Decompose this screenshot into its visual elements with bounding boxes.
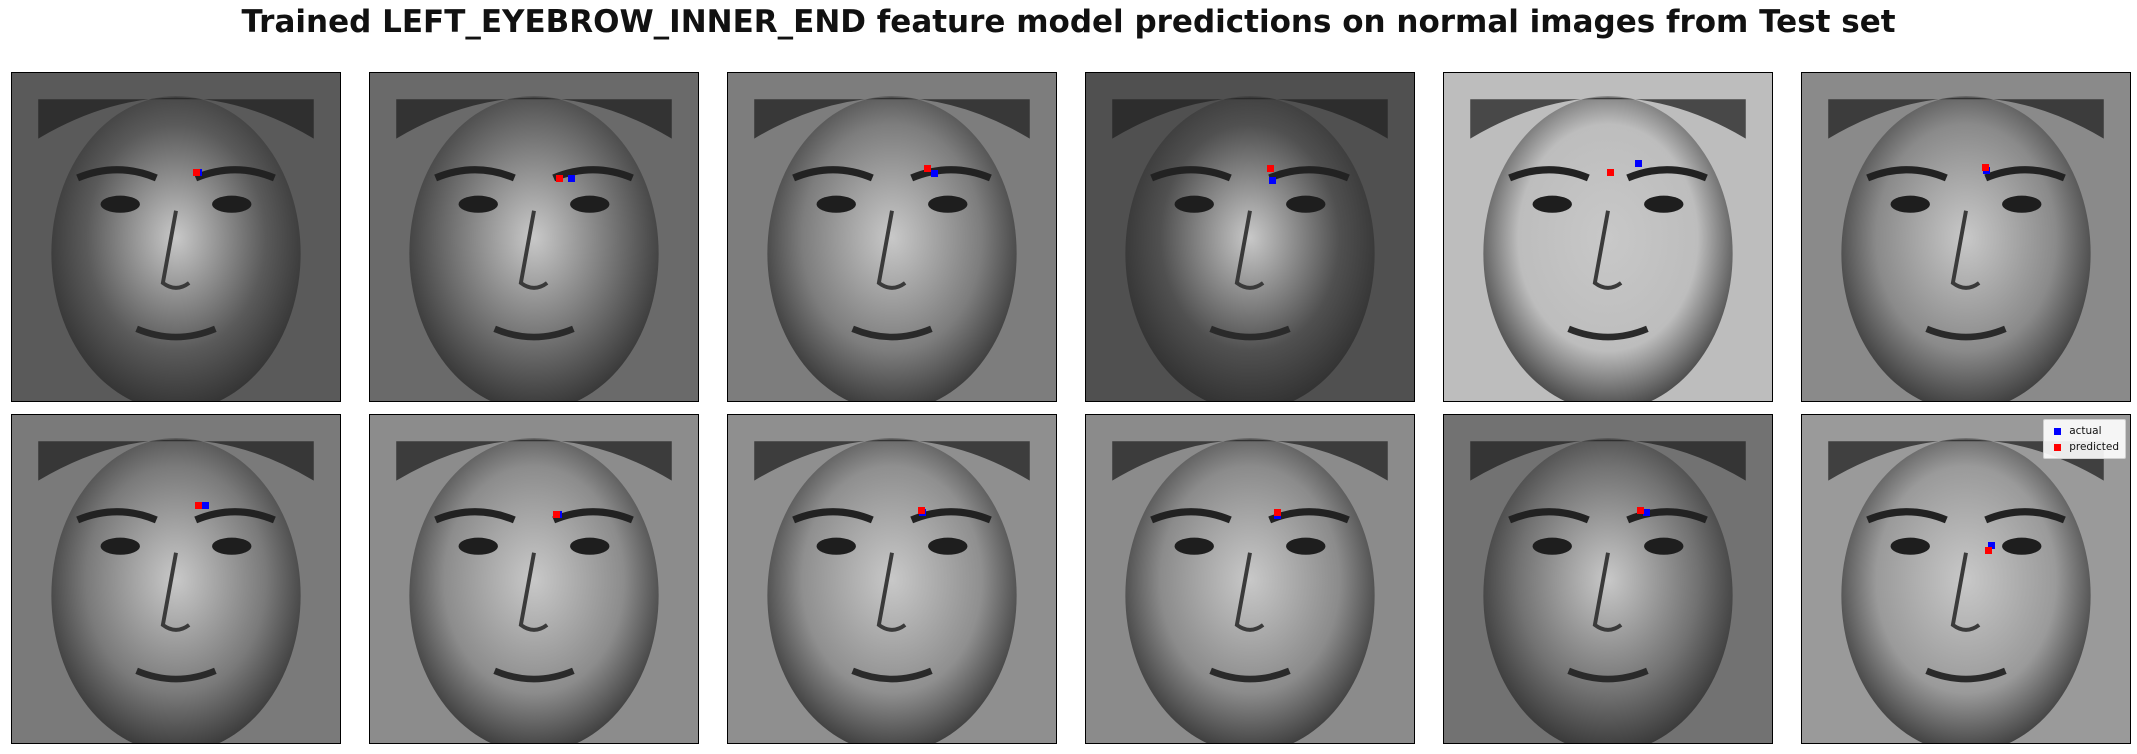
legend-item-predicted: predicted bbox=[2050, 439, 2119, 455]
face-panel bbox=[1443, 72, 1773, 402]
face-image bbox=[1444, 415, 1772, 743]
actual-marker bbox=[930, 170, 938, 178]
predicted-marker bbox=[1607, 168, 1615, 176]
predicted-marker bbox=[1267, 165, 1275, 173]
face-image bbox=[12, 73, 340, 401]
face-image bbox=[370, 415, 698, 743]
predicted-marker bbox=[917, 507, 925, 515]
actual-marker bbox=[1635, 160, 1643, 168]
face-panel bbox=[11, 414, 341, 744]
face-panel bbox=[1443, 414, 1773, 744]
legend-label-predicted: predicted bbox=[2069, 441, 2119, 453]
face-panel bbox=[727, 414, 1057, 744]
predicted-marker bbox=[1981, 163, 1989, 171]
predicted-marker bbox=[552, 510, 560, 518]
face-panel bbox=[11, 72, 341, 402]
predicted-marker bbox=[924, 165, 932, 173]
actual-marker bbox=[1643, 508, 1651, 516]
face-panel bbox=[1085, 414, 1415, 744]
predicted-marker bbox=[1984, 546, 1992, 554]
face-panel bbox=[727, 72, 1057, 402]
legend-label-actual: actual bbox=[2069, 425, 2102, 437]
actual-marker bbox=[1268, 176, 1276, 184]
face-image bbox=[1802, 415, 2130, 743]
face-image bbox=[370, 73, 698, 401]
predicted-swatch-icon bbox=[2054, 443, 2062, 451]
predicted-marker bbox=[194, 502, 202, 510]
predicted-marker bbox=[556, 175, 564, 183]
face-image bbox=[1444, 73, 1772, 401]
actual-marker bbox=[201, 502, 209, 510]
legend-item-actual: actual bbox=[2050, 423, 2119, 439]
face-panel bbox=[1801, 72, 2131, 402]
face-image bbox=[728, 73, 1056, 401]
face-panel: actual predicted bbox=[1801, 414, 2131, 744]
predicted-marker bbox=[1273, 508, 1281, 516]
face-panel bbox=[369, 72, 699, 402]
actual-swatch-icon bbox=[2054, 427, 2062, 435]
legend: actual predicted bbox=[2043, 419, 2126, 459]
face-image bbox=[1086, 415, 1414, 743]
face-panel bbox=[369, 414, 699, 744]
predicted-marker bbox=[1636, 507, 1644, 515]
face-panel bbox=[1085, 72, 1415, 402]
face-image bbox=[1802, 73, 2130, 401]
actual-marker bbox=[567, 175, 575, 183]
predicted-marker bbox=[193, 168, 201, 176]
face-image bbox=[728, 415, 1056, 743]
actual-marker bbox=[1988, 541, 1996, 549]
figure-title: Trained LEFT_EYEBROW_INNER_END feature m… bbox=[241, 4, 1896, 40]
face-image bbox=[12, 415, 340, 743]
face-image bbox=[1086, 73, 1414, 401]
